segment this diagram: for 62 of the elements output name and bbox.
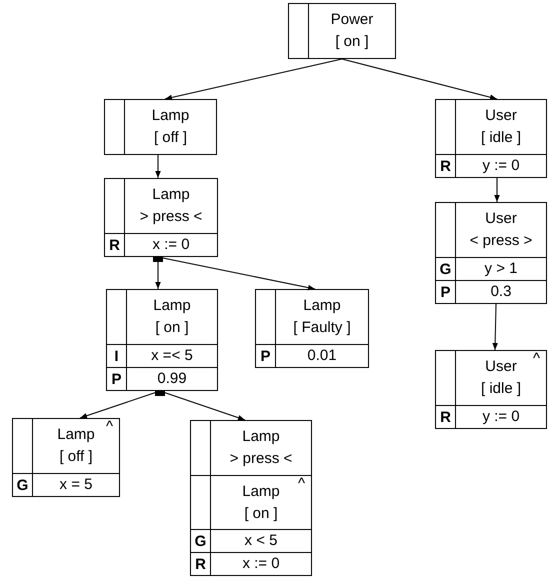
row-key: G [194, 532, 206, 550]
state-label: [ idle ] [480, 128, 522, 148]
state-box [288, 3, 396, 59]
row-expression: x := 0 [152, 235, 190, 255]
state-box [435, 99, 547, 178]
row-expression: y := 0 [482, 156, 520, 176]
arrow [494, 178, 500, 202]
row-expression: x = 5 [60, 475, 92, 495]
arrow [155, 154, 161, 178]
row-expression: x < 5 [244, 531, 278, 551]
state-box [106, 289, 218, 391]
row-key: P [111, 370, 122, 388]
caret-mark: ^ [532, 351, 540, 367]
row-key: R [109, 236, 120, 254]
state-label: [ on ] [335, 32, 369, 52]
arrow [492, 304, 498, 350]
state-box [104, 178, 218, 257]
state-name: Power [330, 10, 374, 30]
state-name: Lamp [303, 296, 341, 316]
row-expression: x := 0 [242, 554, 280, 574]
state-label: > press < [230, 449, 292, 469]
state-name: Lamp [152, 185, 190, 205]
state-label: > press < [140, 207, 202, 227]
row-key: R [440, 158, 451, 174]
state-name: Lamp [153, 296, 191, 316]
state-name: User [485, 357, 517, 377]
state-label: [ on ] [244, 504, 278, 524]
caret-mark: ^ [106, 419, 113, 435]
state-box [190, 420, 312, 576]
row-expression: y > 1 [484, 259, 518, 279]
row-key: P [260, 348, 270, 364]
arrow [164, 58, 342, 100]
row-key: P [440, 284, 450, 300]
state-label: [ off ] [59, 447, 93, 467]
state-label: [ idle ] [480, 379, 522, 399]
state-label: [ off ] [154, 128, 188, 148]
state-label: < press > [470, 231, 532, 251]
row-expression: 0.3 [490, 282, 512, 302]
row-expression: 0.01 [307, 346, 337, 366]
state-label: [ on ] [155, 318, 189, 338]
row-expression: 0.99 [157, 369, 187, 389]
state-name: Lamp [152, 106, 190, 126]
state-name: Lamp [242, 482, 280, 502]
caret-mark: ^ [298, 476, 305, 492]
row-key: I [114, 348, 119, 364]
state-box [12, 418, 120, 497]
state-name: Lamp [242, 427, 280, 447]
state-name: Lamp [57, 425, 95, 445]
state-label: [ Faulty ] [293, 318, 351, 338]
state-box [435, 202, 547, 304]
row-expression: y := 0 [482, 407, 520, 427]
row-key: R [440, 408, 451, 426]
state-name: User [485, 106, 517, 126]
state-box [255, 289, 369, 368]
state-name: User [485, 209, 517, 229]
arrow [342, 58, 498, 100]
state-box [435, 350, 547, 429]
row-key: G [16, 476, 28, 494]
row-key: R [195, 556, 206, 572]
row-expression: x =< 5 [151, 346, 193, 366]
state-box [104, 99, 217, 155]
row-key: G [440, 260, 452, 278]
